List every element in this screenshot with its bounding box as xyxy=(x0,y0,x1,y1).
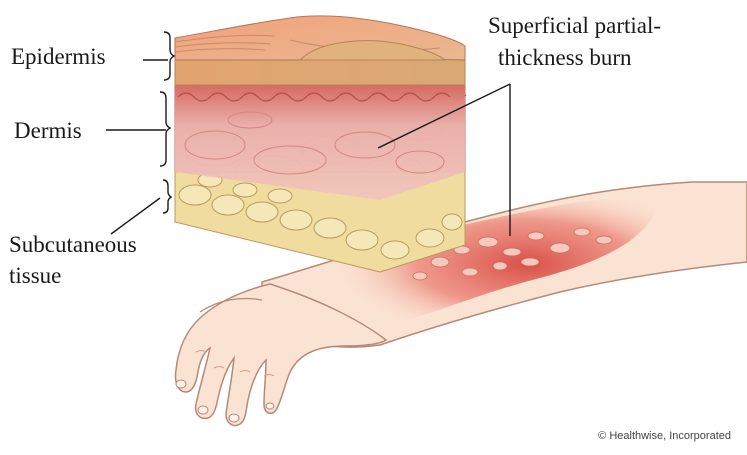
subq-bracket xyxy=(163,180,171,213)
subcutaneous-label-line1: Subcutaneous xyxy=(9,231,137,258)
burn-label-line2: thickness burn xyxy=(498,44,632,71)
epidermis-layer xyxy=(175,58,465,85)
epidermis-label: Epidermis xyxy=(11,43,106,70)
copyright-credit: © Healthwise, Incorporated xyxy=(598,430,731,442)
epidermis-bracket xyxy=(164,32,174,80)
dermis-label: Dermis xyxy=(14,117,82,144)
dermis-bracket xyxy=(160,92,170,166)
subq-leader xyxy=(111,198,160,234)
burn-label-line1: Superficial partial- xyxy=(488,12,661,39)
skin-block xyxy=(175,16,466,272)
subcutaneous-label-line2: tissue xyxy=(9,262,61,289)
